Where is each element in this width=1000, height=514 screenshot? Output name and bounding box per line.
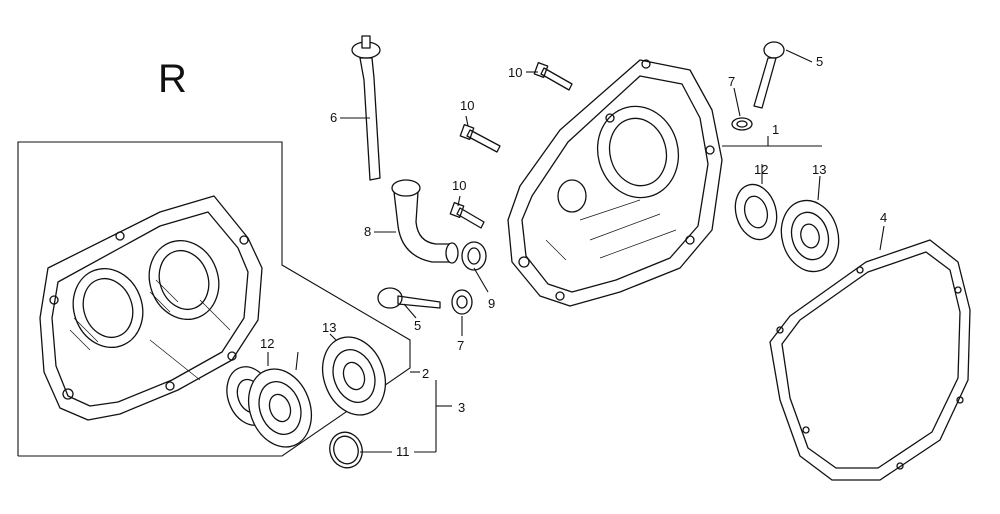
callout-5-right: 5 (816, 54, 823, 69)
dipstick-6 (351, 35, 381, 181)
callout-9: 9 (488, 296, 495, 311)
elbow-pipe-8 (391, 179, 459, 264)
seal-ring-11 (329, 431, 363, 469)
leader-lines (267, 49, 885, 453)
drain-plug-5-right (753, 41, 785, 109)
left-assembly-frame (17, 141, 411, 457)
callout-12-right: 12 (754, 162, 768, 177)
bolt-10-center (449, 202, 485, 229)
left-bearing-13b (322, 336, 386, 416)
bolt-10-top (533, 62, 573, 91)
right-bearing-13 (780, 199, 840, 273)
left-crankcase-cover (39, 195, 263, 421)
callout-1: 1 (772, 122, 779, 137)
callout-13-left: 13 (322, 320, 336, 335)
callout-10-top: 10 (508, 65, 522, 80)
callout-7-center: 7 (457, 338, 464, 353)
washer-7-center (451, 289, 473, 315)
callout-labels: 1 2 3 4 5 5 6 7 7 8 9 10 10 10 11 12 12 … (260, 54, 887, 459)
oil-seal-9 (461, 241, 487, 271)
callout-5-center: 5 (414, 318, 421, 333)
drain-plug-5-center (377, 287, 441, 309)
callout-10-upper: 10 (460, 98, 474, 113)
callout-8: 8 (364, 224, 371, 239)
callout-11: 11 (396, 444, 410, 459)
callout-6: 6 (330, 110, 337, 125)
right-bearing-12 (734, 183, 778, 241)
side-letter: R (158, 57, 187, 101)
right-crankcase-cover (507, 59, 723, 307)
callout-7-right: 7 (728, 74, 735, 89)
callout-2: 2 (422, 366, 429, 381)
callout-4: 4 (880, 210, 887, 225)
callout-10-center: 10 (452, 178, 466, 193)
washer-7-right (731, 117, 753, 131)
callout-12-left: 12 (260, 336, 274, 351)
gasket-4 (769, 239, 971, 481)
left-bearing-13a (248, 368, 312, 448)
callout-13-right: 13 (812, 162, 826, 177)
bolt-10-upper (459, 124, 501, 153)
callout-3: 3 (458, 400, 465, 415)
